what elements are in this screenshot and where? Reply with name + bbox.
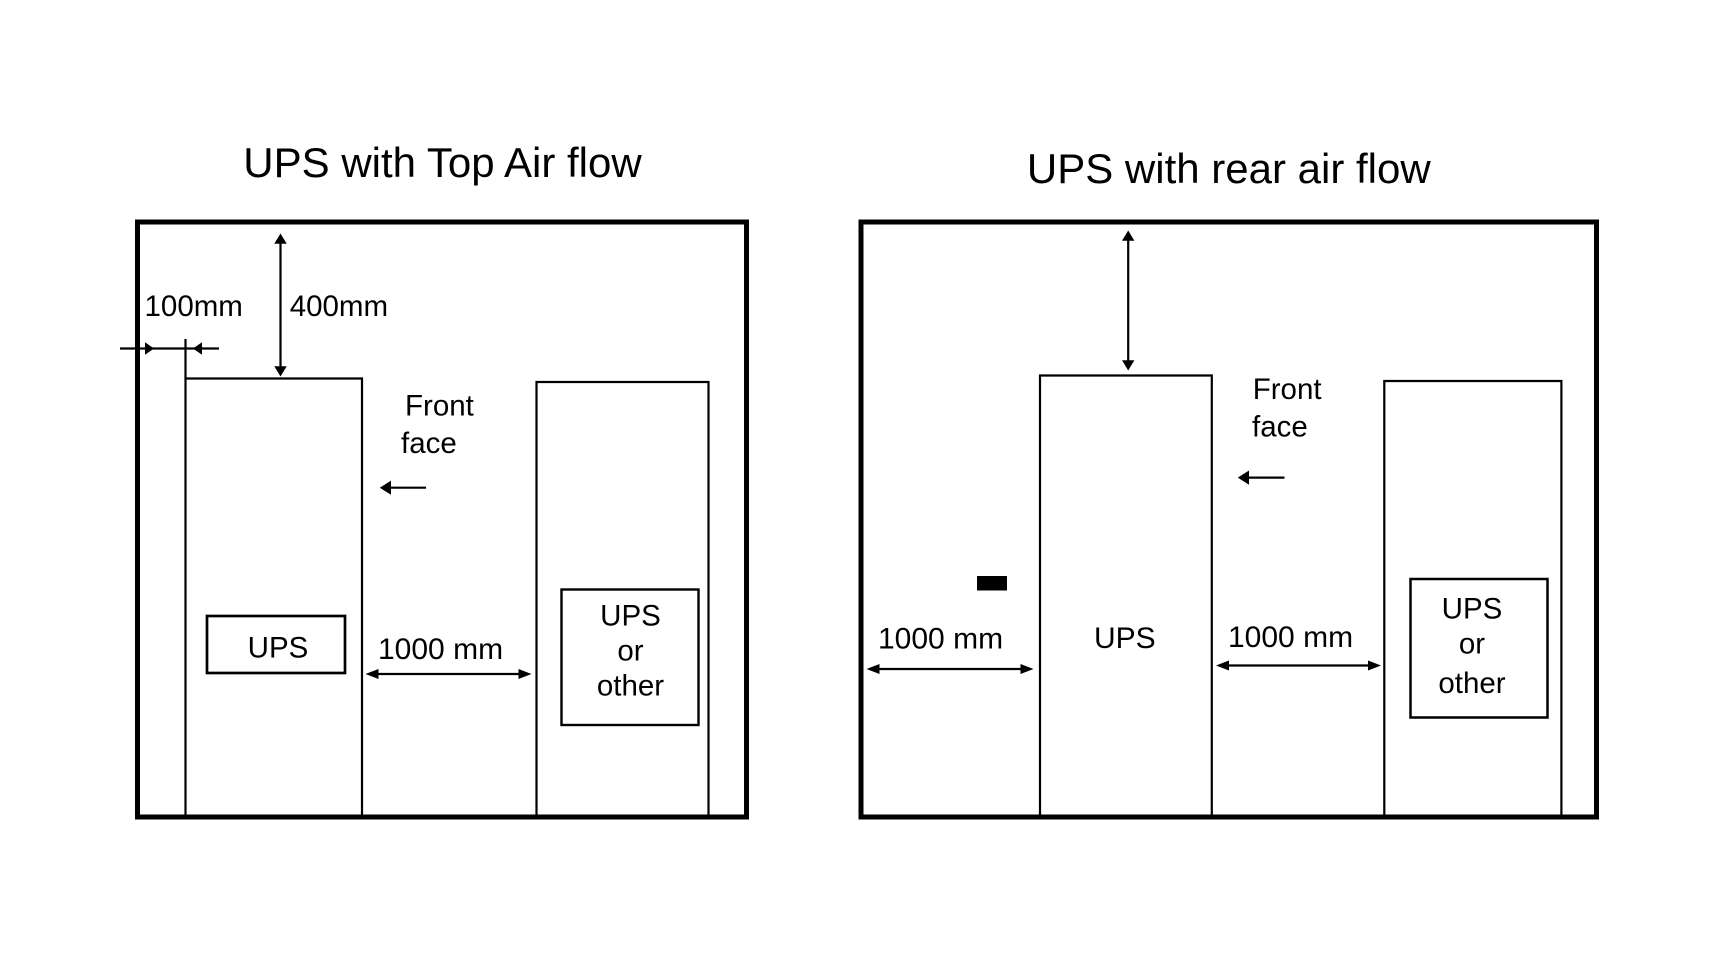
svg-text:1000 mm: 1000 mm xyxy=(878,623,1003,656)
svg-text:UPS: UPS xyxy=(1442,593,1503,626)
svg-text:or: or xyxy=(1459,628,1485,661)
svg-text:UPS with rear air flow: UPS with rear air flow xyxy=(1027,145,1431,192)
svg-text:other: other xyxy=(1438,667,1505,700)
svg-text:face: face xyxy=(401,427,457,460)
svg-text:1000 mm: 1000 mm xyxy=(378,633,503,666)
svg-text:face: face xyxy=(1252,411,1308,444)
svg-text:400mm: 400mm xyxy=(290,290,388,323)
svg-text:UPS: UPS xyxy=(1094,622,1156,655)
svg-text:UPS: UPS xyxy=(248,632,309,665)
svg-text:1000 mm: 1000 mm xyxy=(1228,621,1353,654)
svg-text:other: other xyxy=(597,670,664,703)
svg-text:UPS: UPS xyxy=(600,600,661,633)
svg-text:or: or xyxy=(617,635,643,668)
svg-text:UPS with Top Air flow: UPS with Top Air flow xyxy=(243,139,642,186)
svg-text:100mm: 100mm xyxy=(145,290,243,323)
svg-text:Front: Front xyxy=(405,390,474,423)
svg-text:Front: Front xyxy=(1253,373,1322,406)
